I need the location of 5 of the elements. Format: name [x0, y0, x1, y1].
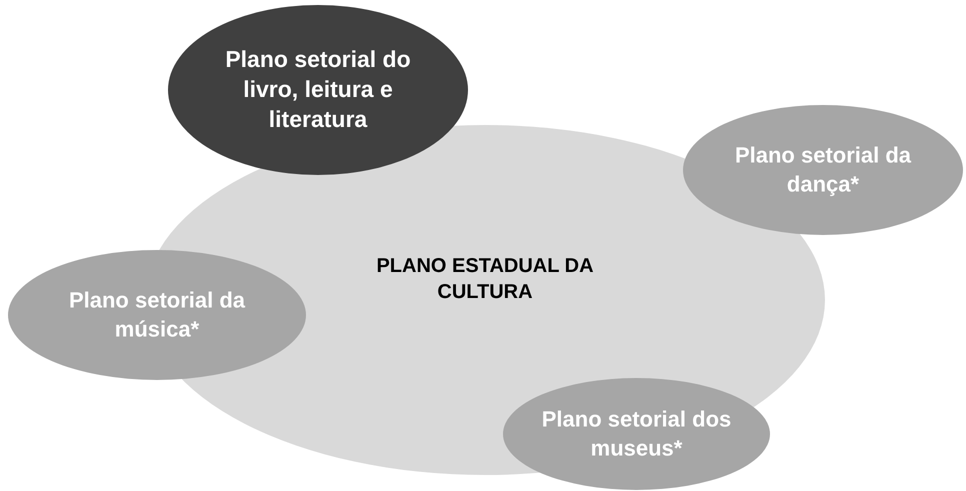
ellipse-label: Plano setorial dos museus*	[540, 405, 732, 462]
ellipse-label: PLANO ESTADUAL DA CULTURA	[375, 254, 595, 305]
ellipse-label: Plano setorial da dança*	[734, 141, 912, 198]
ellipse-label: Plano setorial do livro, leitura e literatura	[224, 45, 412, 134]
ellipse-label: Plano setorial da música*	[68, 286, 246, 343]
